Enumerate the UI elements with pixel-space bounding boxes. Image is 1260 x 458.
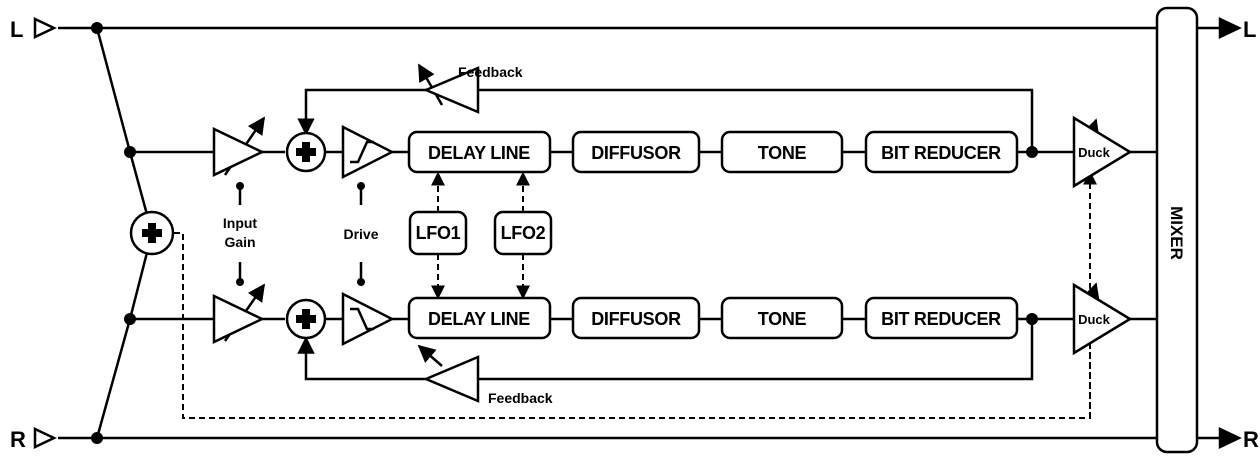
feedback-path-top xyxy=(478,88,1034,152)
mixer-label: MIXER xyxy=(1167,206,1186,260)
duck-amp-top-icon xyxy=(1072,115,1133,189)
output-left-icon xyxy=(1218,17,1242,39)
input-left-label: L xyxy=(10,17,23,42)
lfo2-label: LFO2 xyxy=(501,223,546,243)
junction-dot xyxy=(124,146,136,158)
junction-dot xyxy=(1026,146,1038,158)
duck-bottom-label: Duck xyxy=(1078,312,1111,327)
lfo1-label: LFO1 xyxy=(416,223,461,243)
delay-line-bottom-label: DELAY LINE xyxy=(428,309,530,329)
tone-top-block xyxy=(720,130,844,174)
diffusor-top-block xyxy=(571,130,701,174)
bit-reducer-bottom-block xyxy=(864,296,1019,340)
duck-top-label: Duck xyxy=(1078,145,1111,160)
output-left-label: L xyxy=(1243,17,1256,42)
drive-curve-top-icon xyxy=(350,140,374,164)
input-left-icon xyxy=(33,17,57,39)
input-gain-label-line1: Input xyxy=(223,215,258,231)
cross-wire-1 xyxy=(95,27,132,153)
drive-amp-bottom-icon xyxy=(341,291,395,347)
drive-amp-top-icon xyxy=(341,124,395,180)
delay-line-top-block xyxy=(407,130,552,174)
tone-bottom-label: TONE xyxy=(758,309,807,329)
input-gain-amp-top-icon xyxy=(212,127,265,177)
feedback-bottom-label: Feedback xyxy=(488,390,553,406)
junction-dot xyxy=(91,22,103,34)
feedback-amp-bottom-icon xyxy=(422,355,480,403)
drive-curve-bottom-icon xyxy=(350,307,374,331)
output-right-label: R xyxy=(1243,427,1259,452)
diffusor-bottom-label: DIFFUSOR xyxy=(591,309,681,329)
input-gain-label-line2: Gain xyxy=(224,234,255,250)
input-right-label: R xyxy=(10,427,26,452)
bit-reducer-top-label: BIT REDUCER xyxy=(881,143,1001,163)
diffusor-bottom-block xyxy=(571,296,701,340)
bit-reducer-bottom-label: BIT REDUCER xyxy=(881,309,1001,329)
delay-line-bottom-block xyxy=(407,296,552,340)
input-gain-amp-bottom-icon xyxy=(212,294,265,344)
junction-dot xyxy=(124,313,136,325)
input-right-icon xyxy=(33,427,57,449)
output-right-icon xyxy=(1218,427,1242,449)
feedback-path-bottom xyxy=(478,319,1034,381)
junction-dot xyxy=(91,432,103,444)
lfo2-block xyxy=(493,210,553,256)
sidechain-path xyxy=(174,170,1097,419)
cross-wire-4 xyxy=(95,318,132,439)
feedback-amp-top-icon xyxy=(422,66,480,114)
bit-reducer-top-block xyxy=(864,130,1019,174)
feedback-top-label: Feedback xyxy=(458,64,523,80)
lfo1-block xyxy=(408,210,468,256)
drive-label: Drive xyxy=(343,226,378,242)
duck-amp-bottom-icon xyxy=(1072,282,1133,356)
junction-dot xyxy=(1026,313,1038,325)
diffusor-top-label: DIFFUSOR xyxy=(591,143,681,163)
mixer-block xyxy=(1155,6,1199,454)
tone-bottom-block xyxy=(720,296,844,340)
delay-line-top-label: DELAY LINE xyxy=(428,143,530,163)
tone-top-label: TONE xyxy=(758,143,807,163)
